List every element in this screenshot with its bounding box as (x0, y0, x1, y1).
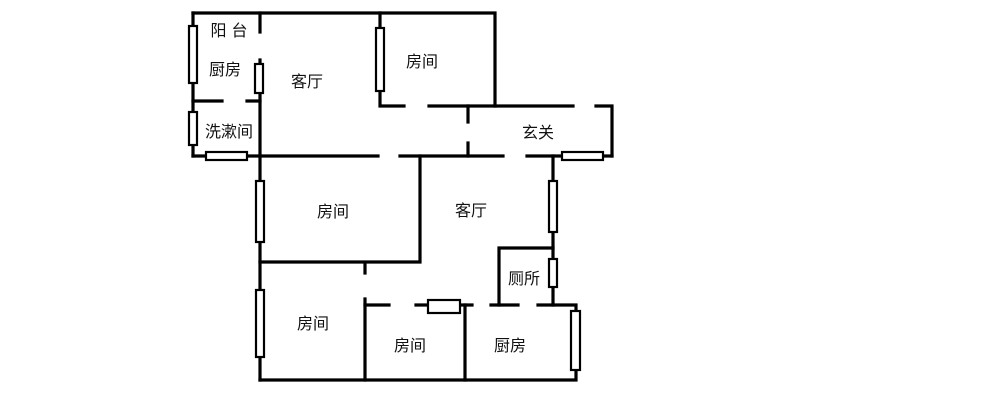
windows (187, 24, 605, 372)
room-label-bedroom-mid: 房间 (316, 202, 350, 221)
room-label-kitchen-top: 厨房 (208, 60, 242, 79)
room-label-living-top: 客厅 (290, 72, 324, 91)
room-label-bedroom-top: 房间 (405, 52, 439, 71)
room-label-kitchen-bottom: 厨房 (493, 336, 527, 355)
room-label-foyer: 玄关 (521, 123, 555, 142)
room-label-living-main: 客厅 (454, 201, 488, 220)
room-label-toilet: 厕所 (507, 269, 541, 288)
room-label-bedroom-bottom-mid: 房间 (393, 336, 427, 355)
room-label-bedroom-bottom-left: 房间 (296, 314, 330, 333)
room-label-balcony: 阳 台 (210, 21, 248, 40)
room-label-washroom: 洗漱间 (204, 122, 254, 141)
